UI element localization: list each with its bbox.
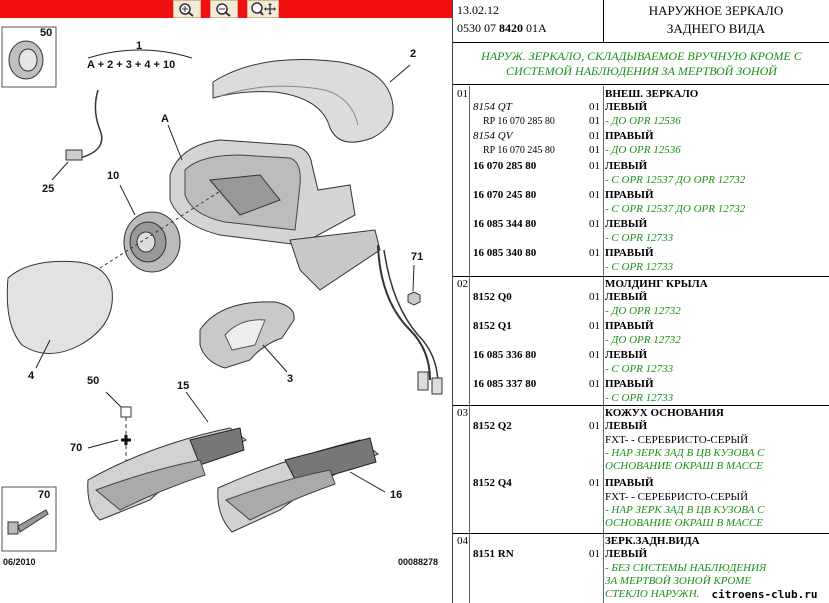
screw-part-70: [7, 509, 49, 535]
part-number[interactable]: 8152 Q2: [473, 420, 512, 432]
callout-2: 2: [410, 48, 417, 60]
part-number[interactable]: 16 085 337 80: [473, 378, 537, 390]
row-04-name: ЗЕРК.ЗАДН.ВИДА: [605, 535, 700, 547]
part-number[interactable]: 16 070 245 80: [473, 189, 537, 201]
row-03-name: КОЖУХ ОСНОВАНИЯ: [605, 407, 724, 419]
diagram-code: 00088278: [398, 557, 439, 567]
mirror-glass-part-4: [6, 260, 113, 354]
mirror-housing-part-a: [169, 139, 443, 395]
callout-50-top: 50: [40, 27, 53, 39]
replacement-ref[interactable]: RP 16 070 245 80: [483, 145, 555, 156]
zoom-in-icon: [179, 3, 194, 17]
zoom-toolbar: [0, 0, 452, 18]
callout-16: 16: [390, 489, 403, 501]
site-watermark: citroens-club.ru: [700, 587, 829, 603]
callout-70-bottom: 70: [38, 489, 51, 501]
part-number[interactable]: 16 085 344 80: [473, 218, 537, 230]
exploded-diagram: 50 1 A + 2 + 3 + 4 + 10 2 A 25 10 71 4 3…: [0, 0, 452, 567]
part-number[interactable]: 16 085 336 80: [473, 349, 537, 361]
parts-drawing: [1, 26, 443, 552]
zoom-out-button[interactable]: [210, 0, 238, 18]
part-number[interactable]: 8154 QV: [473, 130, 513, 142]
callout-15: 15: [177, 380, 190, 392]
callout-assembly: A + 2 + 3 + 4 + 10: [87, 59, 176, 71]
row-02-name: МОЛДИНГ КРЫЛА: [605, 278, 708, 290]
grommet-part-50: [8, 40, 44, 80]
header-title-2: ЗАДНЕГО ВИДА: [666, 21, 766, 36]
zoom-move-button[interactable]: [247, 0, 279, 18]
switch-panel-part-16: [217, 437, 379, 533]
diagram-date: 06/2010: [3, 557, 36, 567]
callout-50-mid: 50: [87, 375, 100, 387]
moulding-part-3: [199, 301, 295, 369]
row-01-index: 01: [457, 88, 468, 100]
callout-10: 10: [107, 170, 120, 182]
header-title-1: НАРУЖНОЕ ЗЕРКАЛО: [648, 3, 784, 18]
callout-1: 1: [136, 40, 143, 52]
row-02-index: 02: [457, 278, 468, 290]
mirror-cover-part-2: [212, 59, 394, 143]
parts-list-panel: 13.02.12 0530 07 8420 01A НАРУЖНОЕ ЗЕРКА…: [452, 0, 829, 603]
replacement-ref[interactable]: RP 16 070 285 80: [483, 116, 555, 127]
zoom-move-icon: [251, 2, 276, 16]
callout-70-mid: 70: [70, 442, 83, 454]
part-number[interactable]: 16 070 285 80: [473, 160, 537, 172]
row-01-name: ВНЕШ. ЗЕРКАЛО: [605, 88, 699, 100]
callout-4: 4: [28, 370, 35, 382]
part-number[interactable]: 8152 Q4: [473, 477, 512, 489]
switch-panel-part-15: [87, 427, 247, 521]
part-number[interactable]: 8152 Q1: [473, 320, 512, 332]
part-number[interactable]: 16 085 340 80: [473, 247, 537, 259]
callout-71: 71: [411, 251, 424, 263]
row-04-index: 04: [457, 535, 468, 547]
part-number[interactable]: 8152 Q0: [473, 291, 512, 303]
subtitle-line-1: НАРУЖ. ЗЕРКАЛО, СКЛАДЫВАЕМОЕ ВРУЧНУЮ КРО…: [481, 49, 802, 63]
header-ref: 0530 07 8420 01A: [457, 21, 547, 35]
motor-part-10: [123, 211, 181, 273]
callout-25: 25: [42, 183, 55, 195]
callout-a: A: [161, 113, 169, 125]
zoom-in-button[interactable]: [173, 0, 201, 18]
row-03-index: 03: [457, 407, 468, 419]
header-date: 13.02.12: [457, 3, 499, 17]
callout-3: 3: [287, 373, 294, 385]
part-number[interactable]: 8151 RN: [473, 548, 514, 560]
part-number[interactable]: 8154 QT: [473, 101, 512, 113]
zoom-out-icon: [216, 3, 231, 17]
subtitle-line-2: СИСТЕМОЙ НАБЛЮДЕНИЯ ЗА МЕРТВОЙ ЗОНОЙ: [506, 64, 777, 78]
